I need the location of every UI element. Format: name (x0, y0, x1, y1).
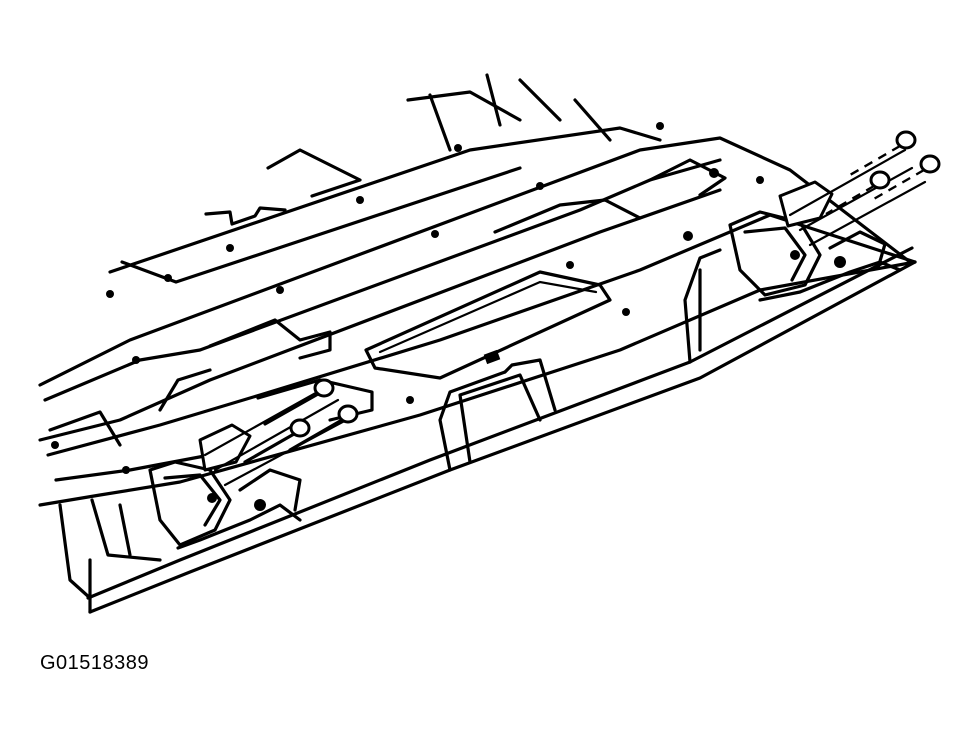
bolt-icon (871, 154, 941, 202)
bolt-icon (263, 378, 335, 426)
left-latch-bolts (243, 378, 359, 464)
right-latch-assembly (728, 148, 927, 302)
upper-frame-lines (108, 73, 662, 284)
bolt-icon (243, 418, 311, 464)
bolt-icon (849, 130, 917, 177)
right-latch-bolts (825, 130, 941, 216)
raised-pads (48, 158, 727, 447)
figure-code: G01518389 (40, 652, 150, 674)
bolt-icon (825, 170, 891, 216)
floor-rivets (51, 122, 764, 474)
left-latch-assembly (148, 383, 352, 550)
bolt-icon (288, 404, 359, 452)
rear-crossmember (58, 246, 917, 614)
floor-opening (364, 270, 612, 380)
